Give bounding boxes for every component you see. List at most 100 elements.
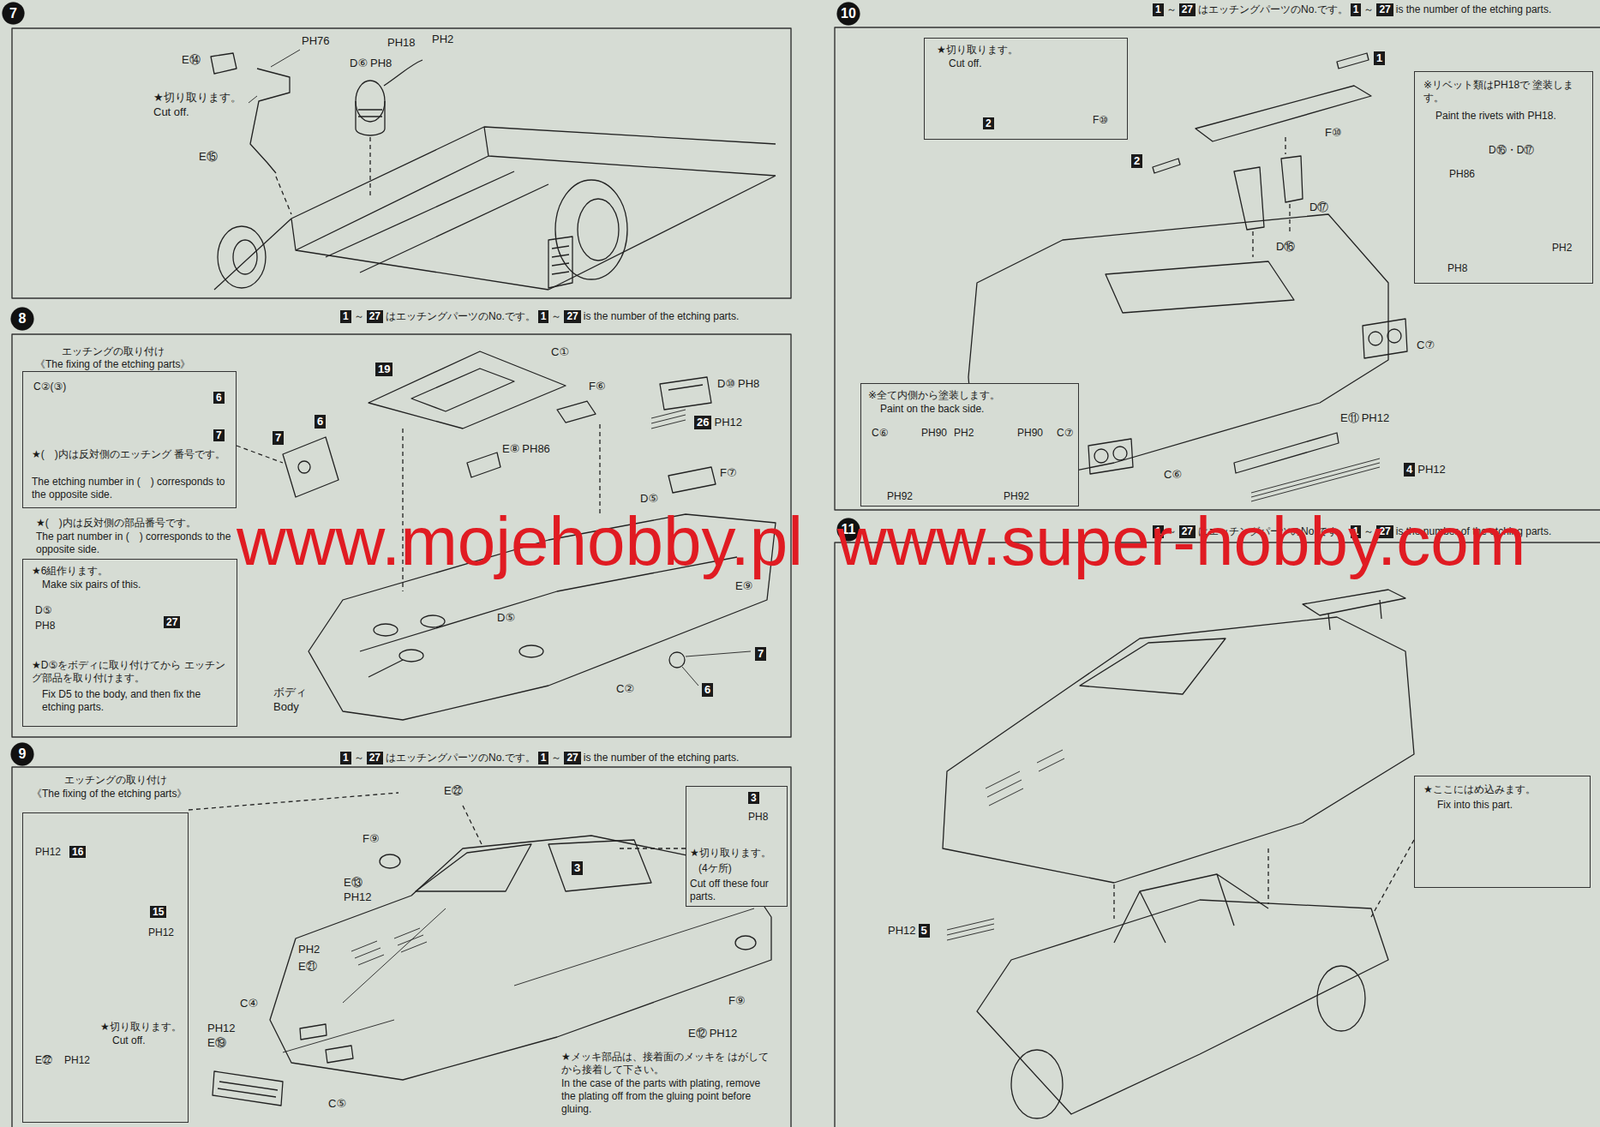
inset-text: PH2 <box>953 426 974 440</box>
mesh-26 <box>651 409 686 429</box>
part-label: is the number of the etching parts. <box>1396 3 1552 17</box>
inset-text: Paint the rivets with PH18. <box>1435 109 1589 123</box>
note-text: In the case of the parts with plating, r… <box>561 1077 776 1116</box>
inset-text: Cut off. <box>112 1034 145 1048</box>
front-wheel-hub <box>233 239 258 275</box>
etching-number: 4 <box>1403 462 1415 477</box>
part-label: is the number of the etching parts. <box>583 310 739 324</box>
part-label: F⑥ <box>588 379 606 394</box>
part-label: C④ <box>239 996 258 1011</box>
label-group: C① <box>551 345 570 360</box>
etching-plate-2 <box>1152 158 1181 174</box>
etching-number: 1 <box>1373 51 1385 66</box>
part-label: PH12 <box>1417 462 1446 477</box>
mirror <box>379 854 401 869</box>
part-label: F⑦ <box>719 466 738 480</box>
etching-number: 1 <box>538 751 550 764</box>
car-body <box>942 617 1415 883</box>
part-label: PH86 <box>521 442 551 456</box>
label-group: E⑭ <box>181 53 201 67</box>
label-group: PH125 <box>887 923 930 938</box>
label-group: 3 <box>571 861 583 875</box>
part-label: E⑫ <box>688 1026 708 1041</box>
inset-text: PH8 <box>748 810 768 824</box>
part-label: Cut off. <box>153 105 190 120</box>
label-group: ★( )内は反対側の部品番号です。The part number in ( ) … <box>35 516 238 557</box>
etching-number: 3 <box>748 791 760 804</box>
watermark: www.super-hobby.com <box>837 507 1526 576</box>
mirror <box>735 935 756 950</box>
part-label: PH8 <box>370 56 392 71</box>
fuel-filler-body <box>355 59 423 136</box>
inset-text: (4ケ所) <box>698 862 732 875</box>
etching-number: 1 <box>1350 3 1362 16</box>
label-group: E⑮ <box>198 149 218 164</box>
etching-number: 1 <box>1152 3 1164 16</box>
inset-text: 《The fixing of the etching parts》 <box>35 358 191 372</box>
label-group: D⑥PH8 <box>349 56 392 71</box>
inset-text: PH8 <box>35 619 55 633</box>
lamp-c5 <box>325 1045 354 1063</box>
inset-text: C②(③) <box>33 380 66 394</box>
part-label: E⑲ <box>207 1036 227 1050</box>
inset-text: ★6組作ります。 <box>31 564 108 578</box>
label-group: 4PH12 <box>1403 462 1446 477</box>
step-label: 10 <box>836 1 861 26</box>
hood-vents <box>351 928 427 965</box>
label-group: 7 <box>272 431 284 445</box>
inset-text: C⑥ <box>871 426 888 440</box>
part-label: はエッチングパーツのNo.です。 <box>1198 3 1349 17</box>
dashboard-c1 <box>368 351 566 429</box>
label-group: F⑨ <box>728 994 746 1008</box>
roll-cage <box>1114 874 1269 943</box>
part-label: ボディ <box>273 685 307 700</box>
light-c6 <box>1113 446 1127 461</box>
seat-d5 <box>373 623 398 636</box>
inset-text: D⑯・D⑰ <box>1488 143 1535 157</box>
windshield <box>415 844 532 892</box>
label-group: ★メッキ部品は、接着面のメッキを はがしてから接着して下さい。In the ca… <box>561 1050 776 1116</box>
inset-text: エッチングの取り付け <box>61 345 165 359</box>
inset-text: PH12 <box>148 926 174 940</box>
part-label: PH12 <box>343 890 372 905</box>
step-circle-shape <box>2 2 25 25</box>
inset-text: PH12 <box>64 1054 90 1067</box>
panel-frame <box>11 27 1600 1127</box>
part-e8 <box>467 452 501 478</box>
etching-number: 1 <box>340 751 352 764</box>
part-label: D⑰ <box>1309 200 1329 215</box>
rear-wheel-hub <box>577 198 619 261</box>
label-group: E㉑ <box>298 959 318 974</box>
part-label: ～ <box>353 310 365 324</box>
label-group: D⑯ <box>1276 239 1295 254</box>
etching-number: 7 <box>213 429 225 442</box>
label-group: 1～27はエッチングパーツのNo.です。1～27is the number of… <box>1152 3 1552 17</box>
part-label: PH12 <box>1361 411 1391 426</box>
step-circle-shape <box>11 743 35 767</box>
inset-text: ★切り取ります。 <box>936 43 1019 57</box>
label-group: E⑨ <box>735 579 753 594</box>
inset-text: 《The fixing of the etching parts》 <box>31 787 187 801</box>
part-f6 <box>557 401 596 423</box>
chassis <box>976 899 1389 1115</box>
hood-vents <box>985 749 1065 806</box>
etching-number: 27 <box>366 751 384 764</box>
part-label: Body <box>273 700 300 714</box>
part-label: F⑩ <box>1324 125 1343 140</box>
step-label: 9 <box>10 742 35 767</box>
light-c6 <box>1088 438 1133 474</box>
grille-e19 <box>212 1071 283 1106</box>
step-label: 7 <box>1 1 25 25</box>
part-label: D⑩ <box>717 377 736 391</box>
etching-number: 6 <box>701 683 714 697</box>
inset-text: PH92 <box>886 490 913 504</box>
label-group: E⑬PH12 <box>343 875 372 905</box>
etching-number: 3 <box>571 861 583 875</box>
part-label: E⑭ <box>181 53 201 67</box>
part-label: C② <box>616 682 635 696</box>
label-group: PH18 <box>387 35 416 50</box>
label-group: E⑧PH86 <box>502 442 551 456</box>
leader-line <box>188 792 686 849</box>
etching-plate-1 <box>1336 53 1369 69</box>
label-group: C④ <box>239 996 258 1011</box>
